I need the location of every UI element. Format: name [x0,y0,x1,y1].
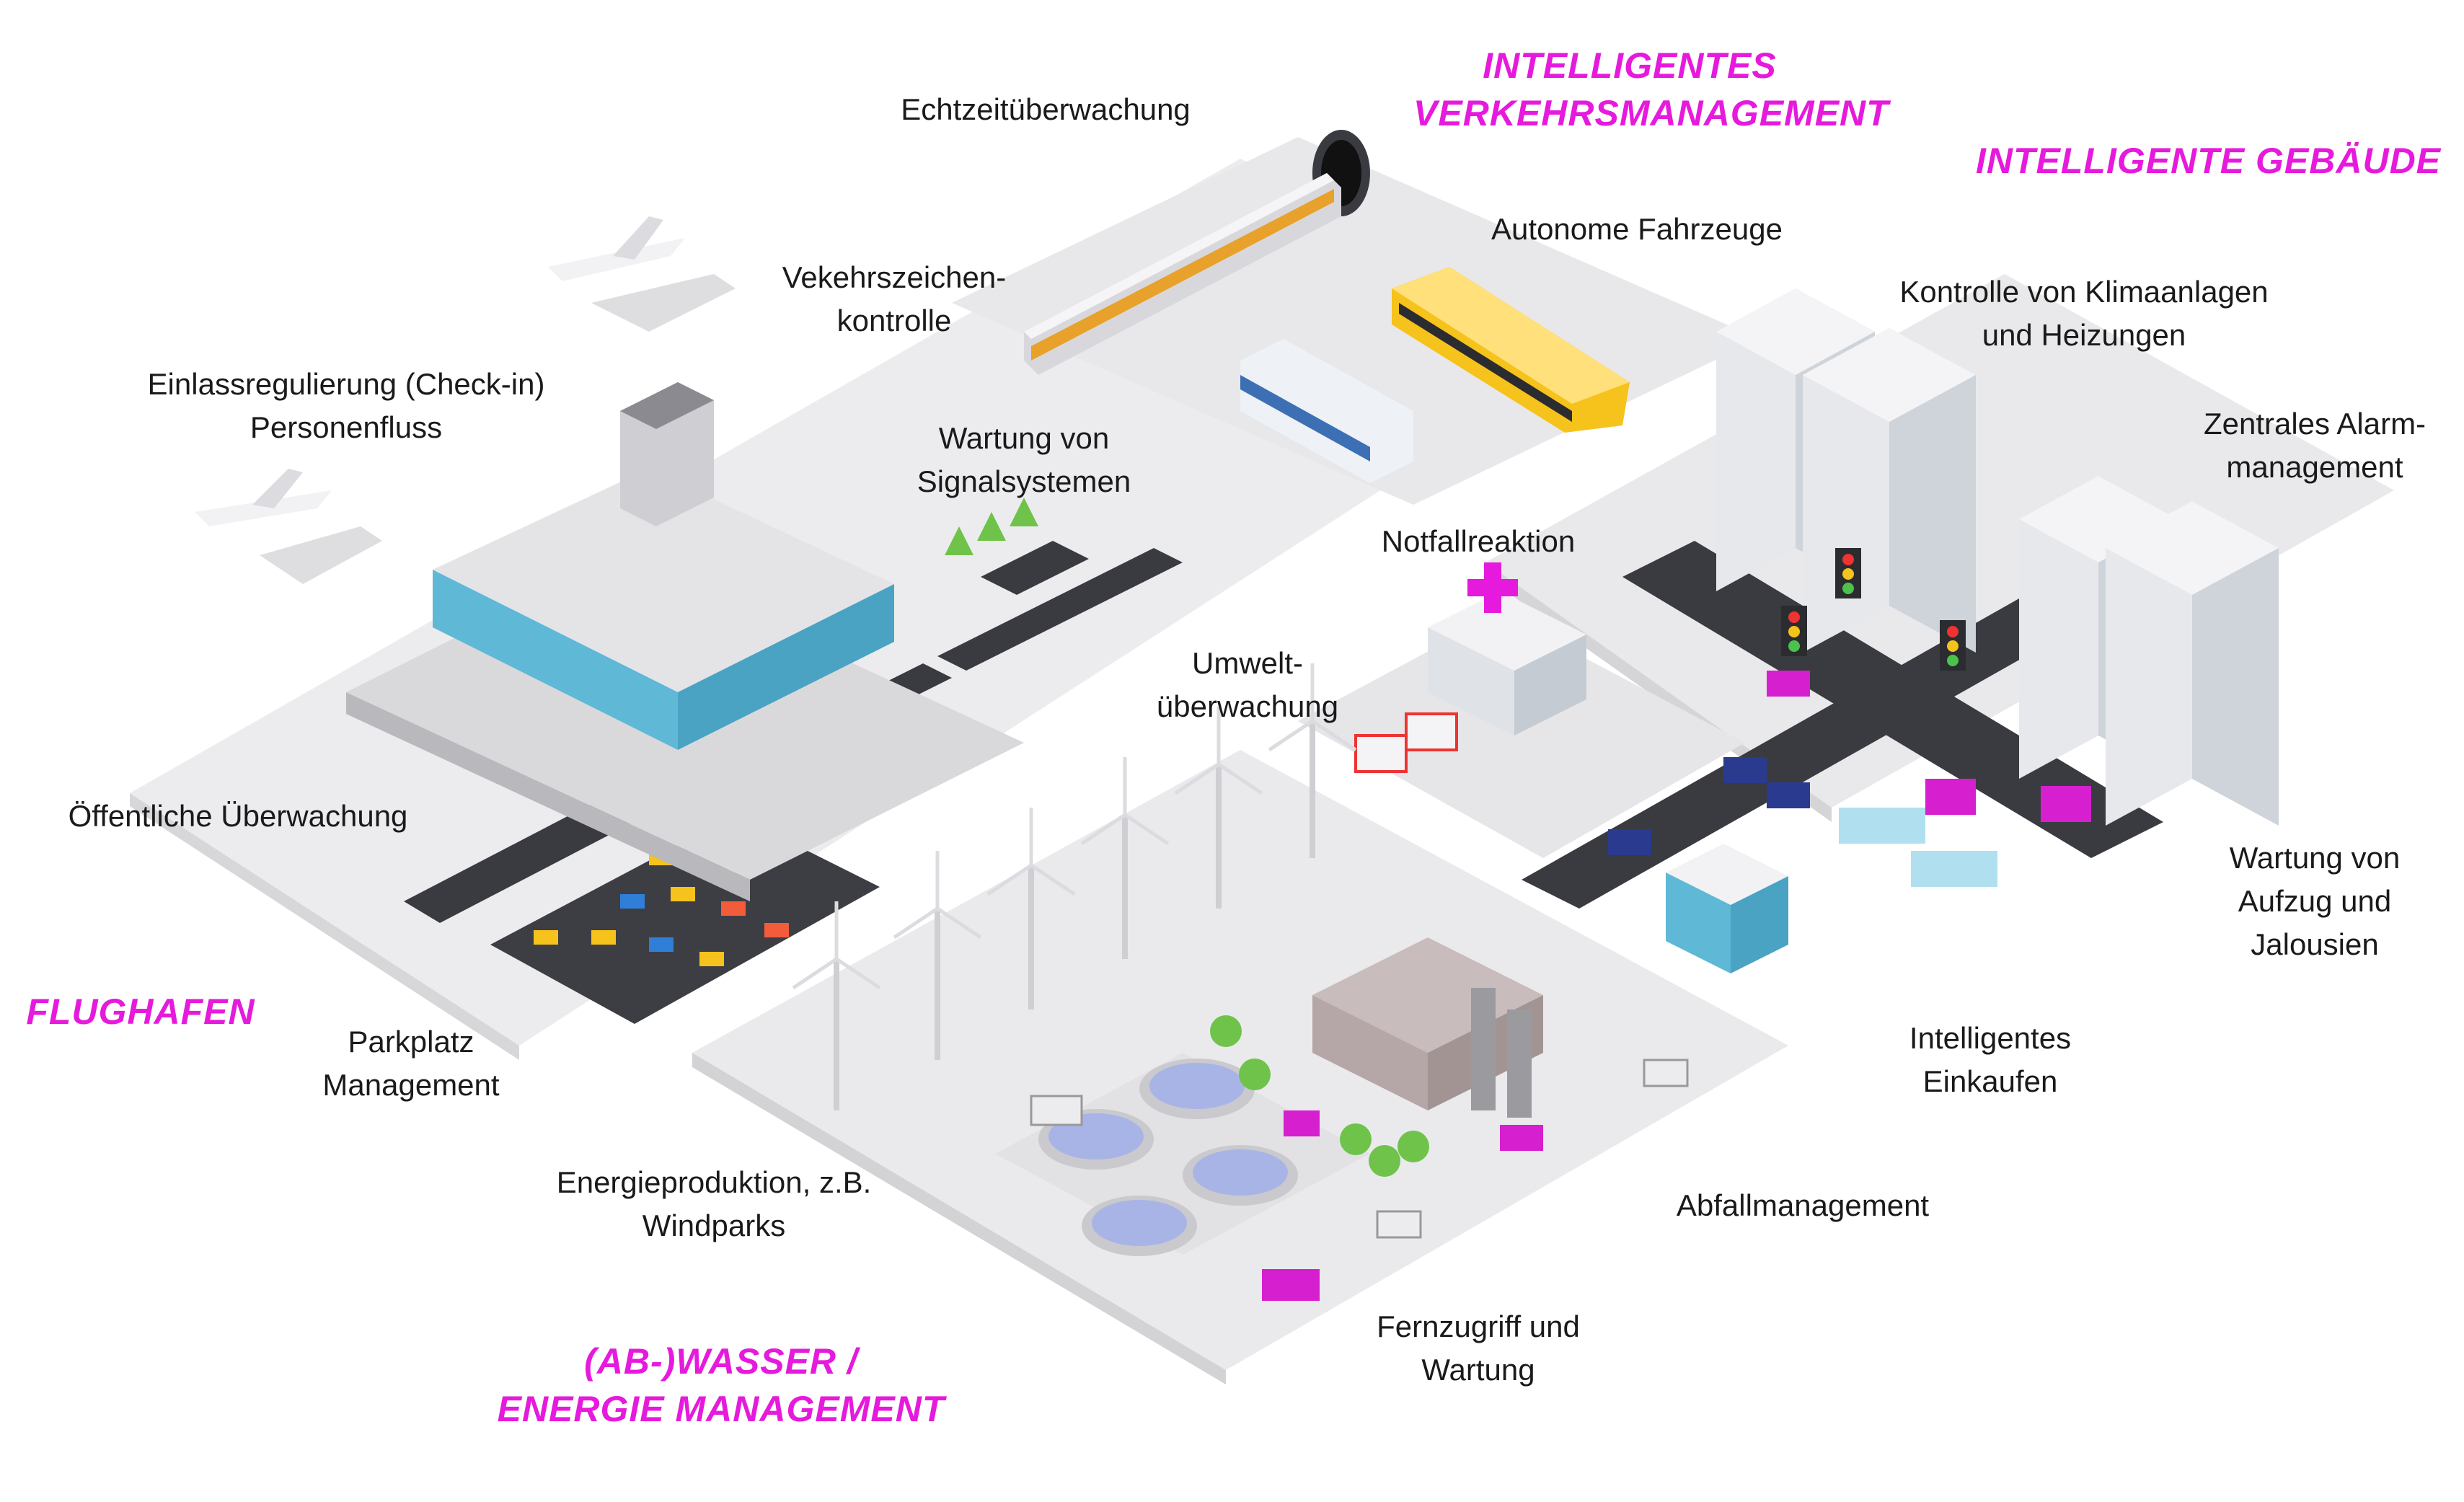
zone-title-water-energy: (AB-)WASSER / ENERGIE MANAGEMENT [490,1338,952,1433]
label-line: Intelligentes [1909,1021,2072,1055]
turbine-blades [792,663,1357,990]
bus-icon [1240,339,1413,483]
office-tower [2106,501,2279,826]
label-traffic-sign-control: Vekehrszeichen- kontrolle [736,256,1053,343]
label-line: Management [322,1068,500,1102]
label-line: Einkaufen [1922,1064,2058,1098]
label-line: Wartung von [938,421,1110,455]
label-signal-maintenance: Wartung von Signalsystemen [865,417,1183,503]
airplane-icon [195,469,382,584]
label-line: Abfallmanagement [1676,1188,1930,1222]
label-parking-management: Parkplatz Management [288,1020,534,1107]
label-line: Fernzugriff und [1377,1309,1580,1343]
airplane-icon [548,216,736,332]
office-tower [1803,328,1976,653]
traffic-light-icon [1940,620,1966,671]
zone-title-line: (AB-)WASSER / [584,1341,858,1382]
zone-title-line: ENERGIE MANAGEMENT [497,1389,945,1429]
label-hvac-control: Kontrolle von Klimaanlagen und Heizungen [1875,270,2293,357]
label-line: Einlassregulierung (Check-in) [147,367,545,401]
label-emergency-response: Notfallreaktion [1341,520,1615,563]
label-line: Öffentliche Überwachung [68,799,408,833]
tree-icon [945,498,1038,555]
medical-cross-icon [1467,562,1518,613]
terminal-base-front [346,692,750,901]
wind-turbines [834,721,1315,1110]
zone-title-line: INTELLIGENTES [1483,45,1777,86]
energy-platform [692,750,1788,1370]
label-line: Signalsystemen [917,464,1131,498]
hospital-building [1428,591,1586,735]
bus-shelter-icon [1839,808,1997,887]
label-line: Vekehrszeichen- [782,260,1007,294]
terminal-roof [433,469,894,692]
label-line: Energieproduktion, z.B. [556,1165,872,1199]
airport-road-4 [981,541,1089,595]
factory-building [1312,937,1543,1118]
terminal-tower-top [620,382,714,429]
traffic-light-icon [1835,548,1861,598]
label-public-surveillance: Öffentliche Überwachung [43,795,433,838]
label-line: Kontrolle von Klimaanlagen [1899,275,2269,309]
tram-icon [1392,267,1630,433]
label-line: Parkplatz [348,1025,474,1059]
zone-title-line: FLUGHAFEN [26,991,255,1032]
airport-platform-edge [130,793,519,1060]
label-line: Autonome Fahrzeuge [1491,212,1783,246]
label-line: Notfallreaktion [1381,524,1576,558]
airport-road-3 [937,548,1183,671]
truck-icon [1030,1059,1689,1301]
label-line: und Heizungen [1982,318,2186,352]
label-line: Aufzug und [2238,884,2392,918]
label-line: management [2226,450,2403,484]
label-energy-production: Energieproduktion, z.B. Windparks [519,1161,909,1247]
tree-icon [1210,1015,1429,1177]
shop-building [1666,844,1788,973]
zone-title-traffic: INTELLIGENTES VERKEHRSMANAGEMENT [1413,42,1889,137]
label-smart-shopping: Intelligentes Einkaufen [1875,1017,2106,1103]
label-waste-management: Abfallmanagement [1637,1184,1969,1227]
parking-lot [490,815,880,1024]
hospital-platform [1298,613,1745,858]
ambulance-icon [1354,712,1458,773]
label-line: Zentrales Alarm- [2203,407,2427,441]
label-line: kontrolle [836,304,952,337]
energy-platform-edge [692,1053,1226,1384]
zone-title-line: VERKEHRSMANAGEMENT [1413,93,1889,133]
label-environment-monitoring: Umwelt- überwachung [1125,642,1370,728]
city-road-cross [1622,541,2163,858]
label-central-alarm: Zentrales Alarm- management [2163,402,2464,489]
label-checkin-regulation: Einlassregulierung (Check-in) Personenfl… [123,363,570,449]
city-road-main [1522,598,2077,909]
label-line: überwachung [1156,689,1339,723]
label-elevator-maintenance: Wartung von Aufzug und Jalousien [2192,836,2437,966]
label-remote-access: Fernzugriff und Wartung [1341,1305,1615,1392]
terminal-glass-left [433,570,678,750]
label-line: Wartung [1421,1353,1535,1387]
label-line: Jalousien [2251,927,2379,961]
label-line: Windparks [642,1209,786,1242]
label-line: Echtzeitüberwachung [901,92,1191,126]
label-line: Umwelt- [1192,646,1303,680]
water-tanks [995,1053,1370,1256]
label-realtime-monitoring: Echtzeitüberwachung [865,88,1226,131]
traffic-light-icon [1781,606,1807,656]
label-line: Personenfluss [250,410,443,444]
train-icon [1024,173,1341,375]
zone-title-airport: FLUGHAFEN [22,988,260,1035]
label-line: Wartung von [2229,841,2401,875]
terminal-glass-right [678,584,894,750]
city-cars [1608,671,2091,855]
label-autonomous-vehicles: Autonome Fahrzeuge [1464,208,1810,251]
zone-title-line: INTELLIGENTE GEBÄUDE [1976,141,2442,181]
zone-title-buildings: INTELLIGENTE GEBÄUDE [1976,137,2442,185]
